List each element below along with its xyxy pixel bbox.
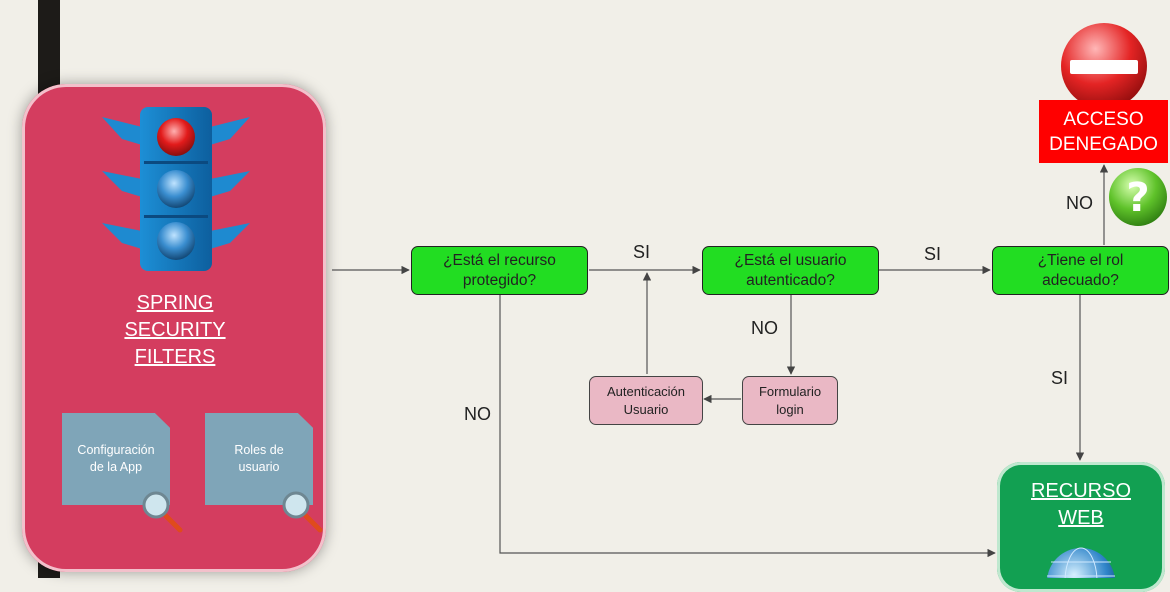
node-text-line: protegido? bbox=[462, 271, 537, 289]
node-text-line: adecuado? bbox=[1042, 271, 1119, 289]
magnifier-icon bbox=[142, 491, 183, 533]
node-text-line: ¿Está el recurso bbox=[443, 251, 556, 269]
card-label-line: Configuración bbox=[77, 443, 155, 457]
node-text-line: login bbox=[776, 401, 804, 417]
node-login-form: Formulario login bbox=[742, 376, 838, 425]
app-config-card: Configuración de la App bbox=[62, 413, 170, 505]
card-label-line: de la App bbox=[89, 460, 143, 474]
globe-icon bbox=[1047, 547, 1115, 578]
node-text-line: autenticado? bbox=[746, 271, 835, 289]
panel-title-line: FILTERS bbox=[134, 346, 216, 368]
user-roles-card: Roles de usuario bbox=[205, 413, 313, 505]
panel-title-line: SPRING bbox=[136, 292, 214, 314]
card-label-line: Roles de bbox=[234, 443, 284, 457]
flow-connectors bbox=[332, 164, 1109, 558]
node-resource-protected: ¿Está el recurso protegido? bbox=[411, 246, 588, 295]
no-entry-icon bbox=[1061, 23, 1147, 109]
node-text-line: Autenticación bbox=[606, 383, 686, 399]
edge-label-no: NO bbox=[1066, 193, 1093, 213]
node-text-line: ¿Tiene el rol bbox=[1037, 251, 1124, 269]
card-label-line: usuario bbox=[238, 460, 280, 474]
traffic-light-icon bbox=[102, 107, 250, 271]
denied-text-line: DENEGADO bbox=[1049, 133, 1158, 155]
edge-label-si: SI bbox=[633, 242, 651, 262]
web-resource-title: RECURSO WEB bbox=[997, 478, 1165, 532]
svg-text:?: ? bbox=[1126, 175, 1149, 221]
edge-label-si: SI bbox=[1051, 368, 1069, 388]
edge-label-si: SI bbox=[924, 244, 942, 264]
denied-text-line: ACCESO bbox=[1063, 108, 1144, 130]
panel-title-line: SECURITY bbox=[124, 319, 226, 341]
magnifier-icon bbox=[282, 491, 323, 533]
spring-security-title: SPRING SECURITY FILTERS bbox=[100, 290, 250, 371]
node-user-authenticated: ¿Está el usuario autenticado? bbox=[702, 246, 879, 295]
node-has-role: ¿Tiene el rol adecuado? bbox=[992, 246, 1169, 295]
access-denied-box: ACCESO DENEGADO bbox=[1039, 100, 1168, 163]
node-text-line: Formulario bbox=[758, 383, 822, 399]
edge-label-no: NO bbox=[464, 404, 491, 424]
resource-title-line: WEB bbox=[1058, 507, 1104, 529]
question-mark-icon: ? bbox=[1109, 168, 1167, 226]
node-text-line: Usuario bbox=[623, 401, 669, 417]
resource-title-line: RECURSO bbox=[1030, 480, 1131, 502]
node-text-line: ¿Está el usuario bbox=[734, 251, 847, 269]
edge-label-no: NO bbox=[751, 318, 778, 338]
